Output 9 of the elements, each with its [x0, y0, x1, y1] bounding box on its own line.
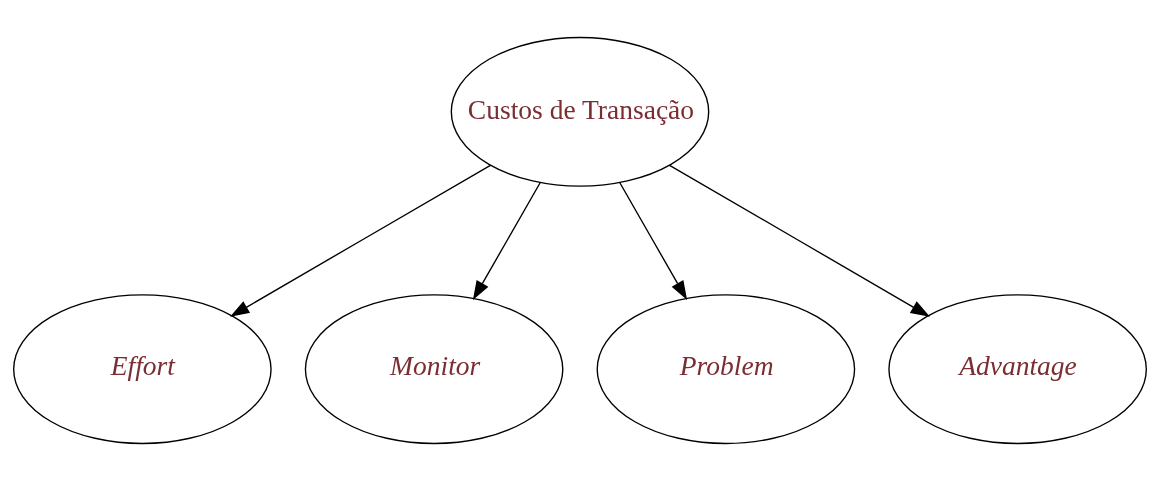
node-ellipse: Monitor: [304, 293, 564, 444]
node-ellipse: Effort: [13, 293, 272, 444]
arrow: [619, 181, 688, 300]
node-ellipse: Custos de Transação: [450, 36, 710, 187]
arrow: [230, 164, 492, 317]
node-ellipse: Advantage: [888, 293, 1147, 444]
arrow: [668, 164, 930, 317]
arrow: [472, 181, 541, 300]
node-ellipse: Problem: [596, 293, 856, 444]
